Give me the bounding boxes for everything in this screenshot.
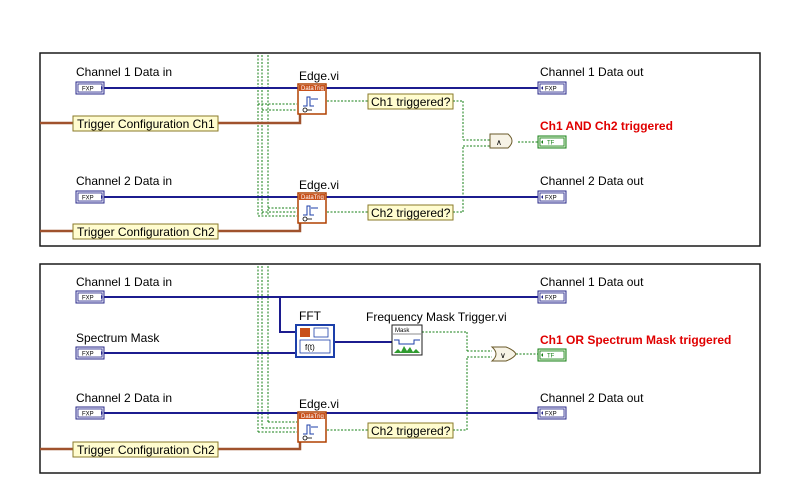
top-trig-cfg-ch1-label: Trigger Configuration Ch1 bbox=[77, 117, 215, 131]
and-result-indicator[interactable]: TF bbox=[537, 135, 567, 149]
top-edge1-title: Edge.vi bbox=[299, 69, 339, 83]
bottom-ch1-in-label: Channel 1 Data in bbox=[76, 275, 172, 289]
or-result-label: Ch1 OR Spectrum Mask triggered bbox=[540, 333, 731, 347]
bottom-fxp-wires bbox=[104, 296, 538, 414]
top-trig-cfg-ch2-label: Trigger Configuration Ch2 bbox=[77, 225, 215, 239]
svg-text:FXP: FXP bbox=[545, 296, 557, 302]
svg-text:FXP: FXP bbox=[545, 412, 557, 418]
top-edge2-subvi[interactable]: DataTrig bbox=[297, 192, 327, 224]
svg-text:DataTrig: DataTrig bbox=[301, 414, 324, 420]
top-trig-cfg-ch2-box[interactable] bbox=[72, 223, 219, 240]
bottom-ch1-out-indicator[interactable]: FXP bbox=[537, 290, 567, 304]
fft-icon-text: f(t) bbox=[305, 343, 315, 352]
svg-text:FXP: FXP bbox=[82, 196, 94, 202]
top-ch1-in-label: Channel 1 Data in bbox=[76, 65, 172, 79]
fft-title: FFT bbox=[299, 309, 322, 323]
spectrum-mask-label: Spectrum Mask bbox=[76, 331, 160, 345]
top-ch2-in-terminal[interactable]: FXP bbox=[75, 190, 105, 204]
top-ch2-in-label: Channel 2 Data in bbox=[76, 174, 172, 188]
top-ch2-triggered-box bbox=[367, 204, 454, 221]
spectrum-mask-terminal[interactable]: FXP bbox=[75, 346, 105, 360]
top-trig-cfg-ch1-box[interactable] bbox=[72, 115, 219, 132]
mask-trigger-title: Frequency Mask Trigger.vi bbox=[366, 310, 507, 324]
svg-text:FXP: FXP bbox=[82, 87, 94, 93]
or-result-indicator[interactable]: TF bbox=[537, 348, 567, 362]
svg-text:FXP: FXP bbox=[82, 296, 94, 302]
mask-trigger-subvi[interactable]: Mask bbox=[391, 324, 423, 356]
or-gate[interactable]: ∨ bbox=[490, 346, 517, 362]
svg-text:TF: TF bbox=[547, 141, 555, 147]
bottom-ch1-in-terminal[interactable]: FXP bbox=[75, 290, 105, 304]
top-ch2-triggered-label: Ch2 triggered? bbox=[371, 206, 451, 220]
svg-text:TF: TF bbox=[547, 354, 555, 360]
top-ch2-out-indicator[interactable]: FXP bbox=[537, 190, 567, 204]
bottom-ch1-out-label: Channel 1 Data out bbox=[540, 275, 644, 289]
svg-text:FXP: FXP bbox=[545, 87, 557, 93]
bottom-trig-cfg-ch2-label: Trigger Configuration Ch2 bbox=[77, 443, 215, 457]
mask-icon-label: Mask bbox=[395, 328, 410, 334]
bottom-ch2-in-terminal[interactable]: FXP bbox=[75, 406, 105, 420]
bottom-ch2-triggered-box bbox=[367, 422, 454, 439]
svg-text:FXP: FXP bbox=[545, 196, 557, 202]
top-ch1-triggered-label: Ch1 triggered? bbox=[371, 95, 451, 109]
top-ch1-out-label: Channel 1 Data out bbox=[540, 65, 644, 79]
bottom-ch2-out-indicator[interactable]: FXP bbox=[537, 406, 567, 420]
svg-text:DataTrig: DataTrig bbox=[301, 195, 324, 201]
svg-text:∧: ∧ bbox=[496, 138, 502, 147]
top-edge2-title: Edge.vi bbox=[299, 178, 339, 192]
bottom-trig-cfg-ch2-box[interactable] bbox=[72, 441, 219, 458]
svg-text:∨: ∨ bbox=[500, 351, 506, 360]
bottom-edge-title: Edge.vi bbox=[299, 397, 339, 411]
svg-text:FXP: FXP bbox=[82, 352, 94, 358]
bottom-ch2-triggered-label: Ch2 triggered? bbox=[371, 424, 451, 438]
top-edge1-subvi[interactable]: DataTrig bbox=[297, 83, 327, 115]
bottom-ch2-in-label: Channel 2 Data in bbox=[76, 391, 172, 405]
fft-express-vi[interactable]: f(t) bbox=[295, 324, 335, 358]
and-gate[interactable]: ∧ bbox=[489, 133, 513, 149]
svg-text:DataTrig: DataTrig bbox=[301, 86, 324, 92]
top-ch1-triggered-box bbox=[367, 93, 454, 110]
svg-text:FXP: FXP bbox=[82, 412, 94, 418]
and-result-label: Ch1 AND Ch2 triggered bbox=[540, 119, 673, 133]
top-ch2-out-label: Channel 2 Data out bbox=[540, 174, 644, 188]
top-ch1-out-indicator[interactable]: FXP bbox=[537, 81, 567, 95]
bottom-ch2-out-label: Channel 2 Data out bbox=[540, 391, 644, 405]
top-ch1-in-terminal[interactable]: FXP bbox=[75, 81, 105, 95]
bottom-edge-subvi[interactable]: DataTrig bbox=[297, 411, 327, 443]
